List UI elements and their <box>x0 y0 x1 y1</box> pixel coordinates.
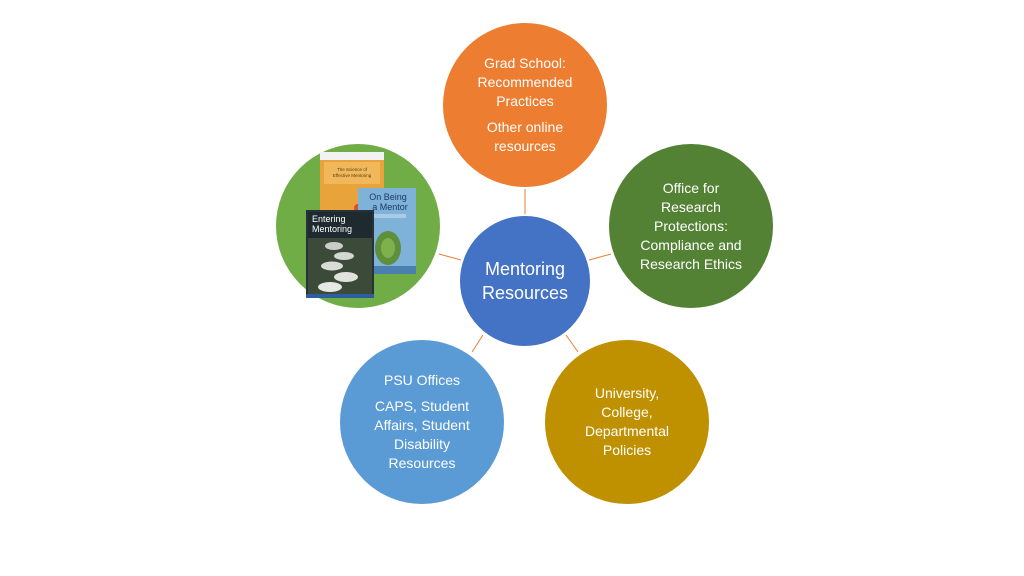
node-research-protections: Office for Research Protections: Complia… <box>607 142 775 310</box>
connector-bottom-right <box>565 334 579 353</box>
node-psu-offices-subtitle: CAPS, Student Affairs, Student Disabilit… <box>374 398 470 471</box>
node-grad-school: Grad School: Recommended Practices Other… <box>441 21 609 189</box>
node-grad-school-title: Grad School: Recommended Practices <box>477 55 573 109</box>
connector-left <box>438 253 462 261</box>
node-research-protections-text: Office for Research Protections: Complia… <box>640 179 742 272</box>
connector-right <box>588 253 612 261</box>
node-grad-school-subtitle: Other online resources <box>486 119 564 154</box>
node-policies-text: University, College, Departmental Polici… <box>584 385 670 458</box>
svg-text:Mentoring: Mentoring <box>312 224 352 234</box>
center-label-line1: Mentoring <box>484 259 566 279</box>
connector-bottom-left <box>471 334 484 353</box>
node-policies: University, College, Departmental Polici… <box>543 338 711 506</box>
svg-text:The Science of: The Science of <box>337 167 368 172</box>
node-mentoring-resources: Mentoring Resources <box>458 214 592 348</box>
mentoring-books-image: The Science of Effective Mentoring On Be… <box>306 152 416 298</box>
book-entering-mentoring: Entering Mentoring <box>306 210 374 298</box>
svg-text:a Mentor: a Mentor <box>372 202 408 212</box>
center-label-line2: Resources <box>481 283 569 303</box>
svg-text:Effective Mentoring: Effective Mentoring <box>333 173 372 178</box>
svg-text:On Being: On Being <box>369 192 407 202</box>
svg-text:Entering: Entering <box>312 214 346 224</box>
node-psu-offices-title: PSU Offices <box>384 372 460 388</box>
node-psu-offices: PSU Offices CAPS, Student Affairs, Stude… <box>338 338 506 506</box>
